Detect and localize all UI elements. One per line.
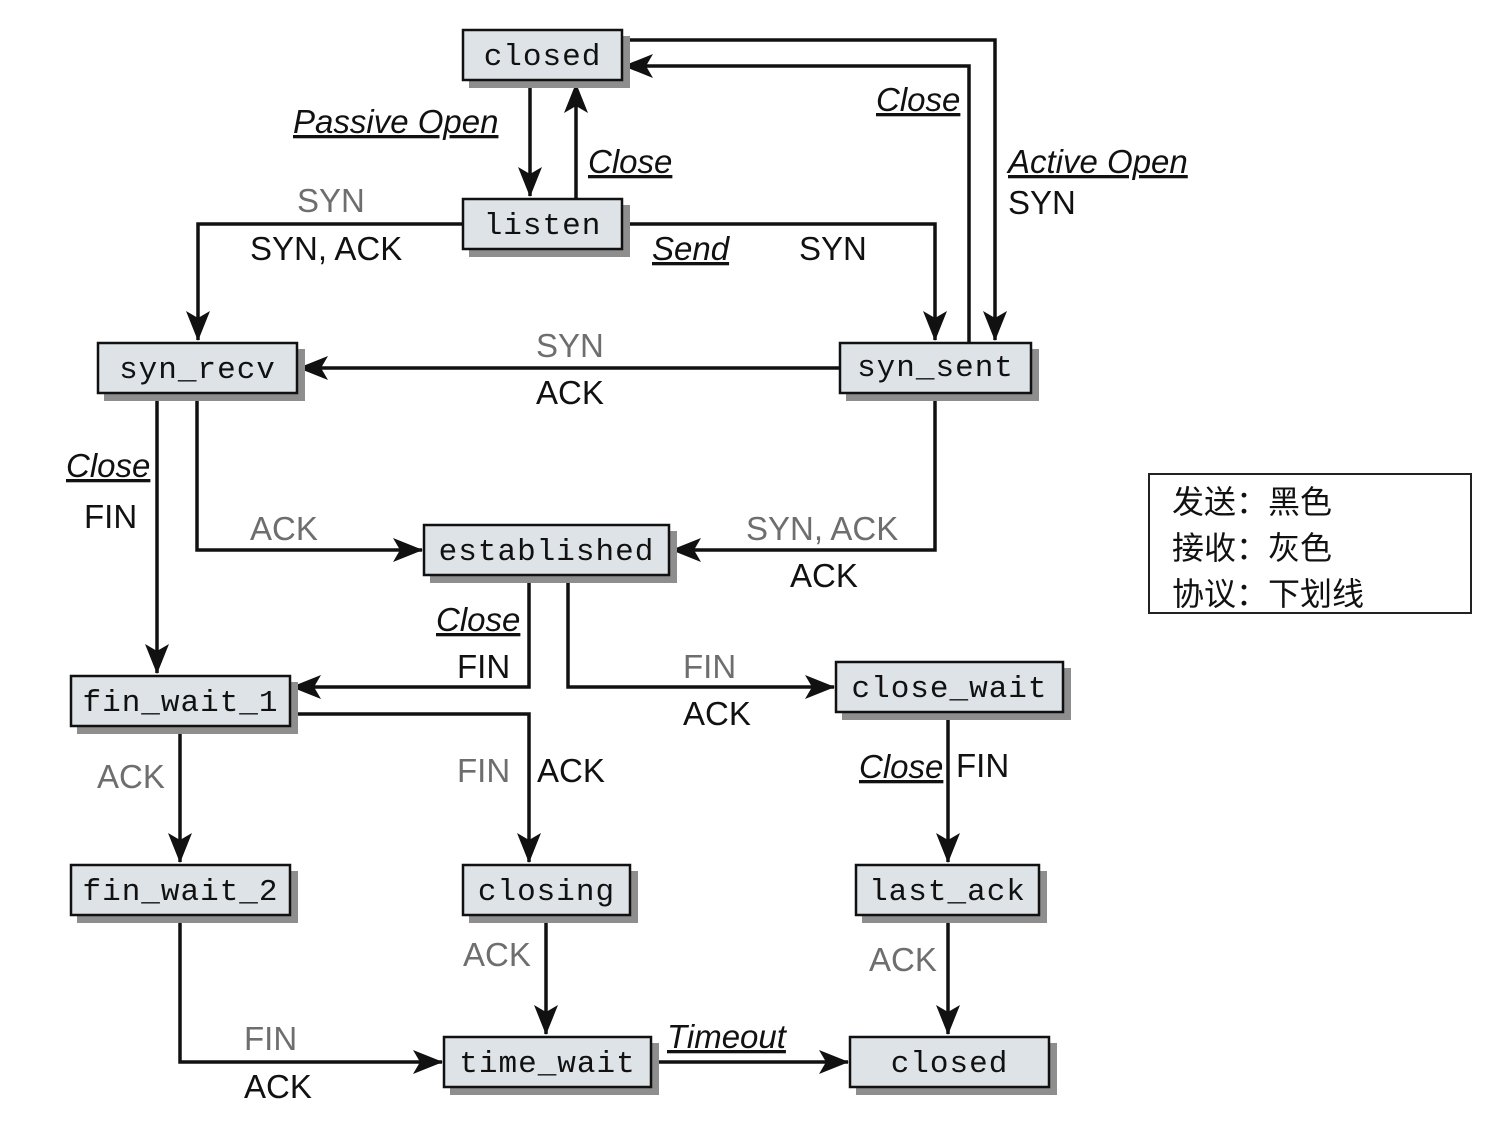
legend-send: 发送：黑色	[1172, 483, 1333, 521]
edge-fin-wait-1-to-closing	[290, 712, 541, 863]
state-closed-bottom: closed	[848, 1035, 1057, 1095]
state-label: closed	[484, 40, 602, 75]
state-fin-wait-1: fin_wait_1	[69, 674, 298, 734]
state-label: fin_wait_2	[82, 875, 278, 910]
label-fw1-send-ack: ACK	[537, 752, 605, 789]
state-label: closed	[891, 1047, 1009, 1082]
label-send-syn: SYN	[799, 230, 867, 267]
edge-listen-to-syn-sent	[622, 222, 947, 341]
edge-syn-sent-to-closed	[623, 54, 971, 342]
state-syn-recv: syn_recv	[96, 341, 305, 401]
legend-receive: 接收：灰色	[1172, 529, 1333, 567]
label-sent-send-ack2: ACK	[790, 557, 858, 594]
label-closing-recv-ack: ACK	[463, 936, 531, 973]
edge-fin-wait-2-to-time-wait	[178, 917, 443, 1074]
label-est-close-fin: FIN	[457, 648, 510, 685]
label-passive-open: Passive Open	[293, 103, 498, 140]
legend-protocol: 协议：下划线	[1172, 575, 1365, 613]
label-est-send-ack: ACK	[683, 695, 751, 732]
label-la-recv-ack: ACK	[869, 941, 937, 978]
label-active-open-syn: SYN	[1008, 184, 1076, 221]
state-closing: closing	[461, 863, 638, 923]
label-fw2-recv-fin: FIN	[244, 1020, 297, 1057]
state-syn-sent: syn_sent	[838, 341, 1039, 401]
state-label: fin_wait_1	[82, 686, 278, 721]
label-recv-close: Close	[66, 447, 150, 484]
label-sent-recv-syn: SYN	[536, 327, 604, 364]
label-close-listen: Close	[588, 143, 672, 180]
label-fw2-send-ack: ACK	[244, 1068, 312, 1105]
label-sent-send-ack: ACK	[536, 374, 604, 411]
edge-established-to-close-wait	[566, 580, 835, 699]
edges	[145, 38, 1007, 1074]
state-label: syn_recv	[119, 353, 276, 388]
edge-syn-recv-to-established	[195, 396, 423, 562]
edge-closed-to-syn-sent	[622, 38, 1007, 341]
label-est-close: Close	[436, 601, 520, 638]
state-fin-wait-2: fin_wait_2	[69, 863, 298, 923]
state-label: last_ack	[869, 875, 1026, 910]
state-label: listen	[484, 209, 602, 244]
state-listen: listen	[461, 197, 630, 257]
label-send: Send	[652, 230, 731, 267]
state-label: close_wait	[851, 672, 1047, 707]
legend: 发送：黑色 接收：灰色 协议：下划线	[1148, 473, 1472, 614]
state-established: established	[422, 523, 677, 583]
label-listen-recv-syn: SYN	[297, 182, 365, 219]
label-est-recv-fin: FIN	[683, 648, 736, 685]
edge-established-to-fin-wait-1	[291, 578, 531, 699]
state-label: closing	[478, 875, 615, 910]
transition-labels: Passive Open Close Close Active Open SYN…	[66, 81, 1188, 1105]
state-closed-top: closed	[461, 28, 630, 88]
state-close-wait: close_wait	[834, 660, 1071, 720]
label-sent-recv-synack: SYN, ACK	[746, 510, 898, 547]
label-fw1-recv-fin: FIN	[457, 752, 510, 789]
edge-syn-sent-to-established	[671, 394, 937, 562]
state-label: established	[439, 535, 655, 570]
edge-listen-to-syn-recv	[186, 222, 463, 341]
state-label: time_wait	[459, 1047, 635, 1082]
label-cw-send-fin: FIN	[956, 747, 1009, 784]
label-fw1-recv-ack: ACK	[97, 758, 165, 795]
label-cw-close: Close	[859, 748, 943, 785]
state-label: syn_sent	[857, 351, 1014, 386]
label-active-open: Active Open	[1006, 143, 1188, 180]
label-listen-send-synack: SYN, ACK	[250, 230, 402, 267]
label-timeout: Timeout	[667, 1018, 788, 1055]
state-time-wait: time_wait	[442, 1035, 659, 1095]
label-recv-ack: ACK	[250, 510, 318, 547]
state-last-ack: last_ack	[854, 863, 1047, 923]
label-recv-close-fin: FIN	[84, 498, 137, 535]
label-close-syn-sent: Close	[876, 81, 960, 118]
